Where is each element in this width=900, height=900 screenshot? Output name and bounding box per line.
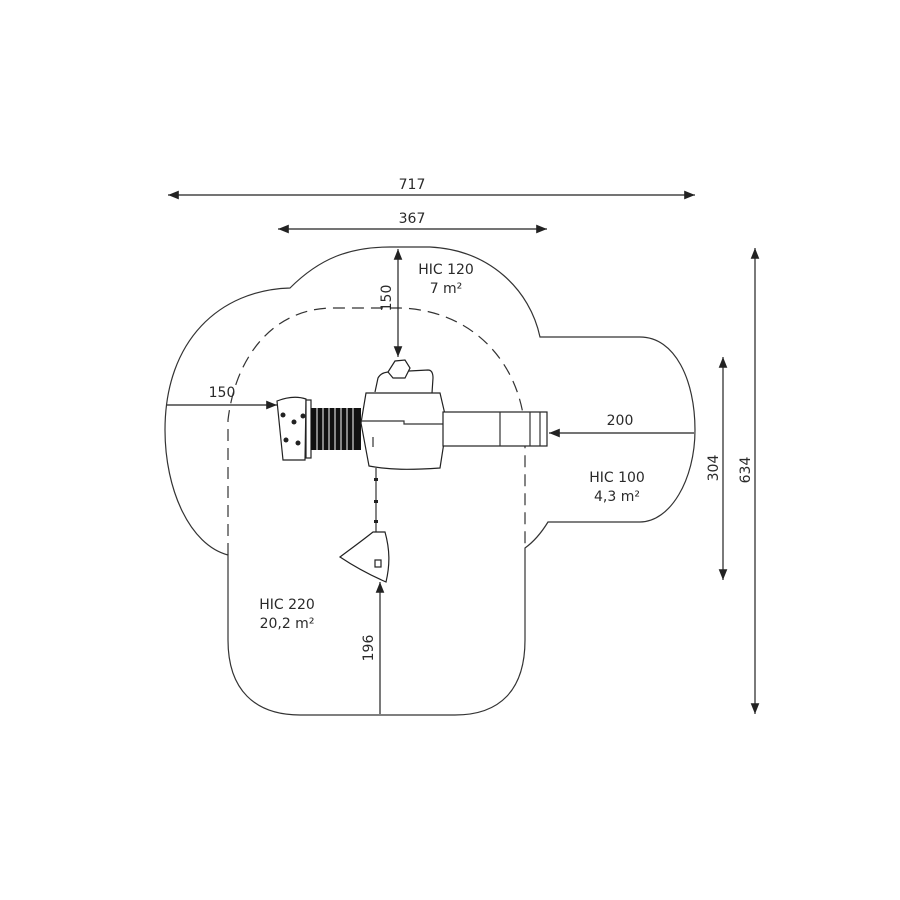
dimension-bottom-clearance: 196 xyxy=(361,635,377,662)
zone-hic-220-label: HIC 220 xyxy=(259,597,315,613)
zone-hic-220-area: 20,2 m² xyxy=(260,616,315,632)
zone-hic-120-label: HIC 120 xyxy=(418,262,474,278)
rope-ladder xyxy=(374,468,378,535)
swing-seat xyxy=(338,531,390,583)
dimension-slide-zone-height: 304 xyxy=(706,455,722,482)
play-equipment xyxy=(276,359,548,583)
steering-wheel xyxy=(387,359,411,379)
dimension-total-height: 634 xyxy=(738,457,754,484)
dimension-slide-clearance: 200 xyxy=(607,413,634,429)
zone-hic-100-area: 4,3 m² xyxy=(594,489,640,505)
dimension-left-clearance: 150 xyxy=(209,385,236,401)
dimension-top-clearance: 150 xyxy=(379,285,395,312)
dimension-total-width: 717 xyxy=(399,177,426,193)
climbing-wall xyxy=(276,396,307,461)
climbing-holds xyxy=(280,412,306,446)
crawl-tunnel xyxy=(311,408,361,450)
tower-platform xyxy=(360,392,448,470)
slide xyxy=(442,411,548,447)
dimension-equipment-width: 367 xyxy=(399,211,426,227)
zone-hic-100-label: HIC 100 xyxy=(589,470,645,486)
zone-hic-120-area: 7 m² xyxy=(430,281,463,297)
safety-zone-outline xyxy=(164,246,696,716)
